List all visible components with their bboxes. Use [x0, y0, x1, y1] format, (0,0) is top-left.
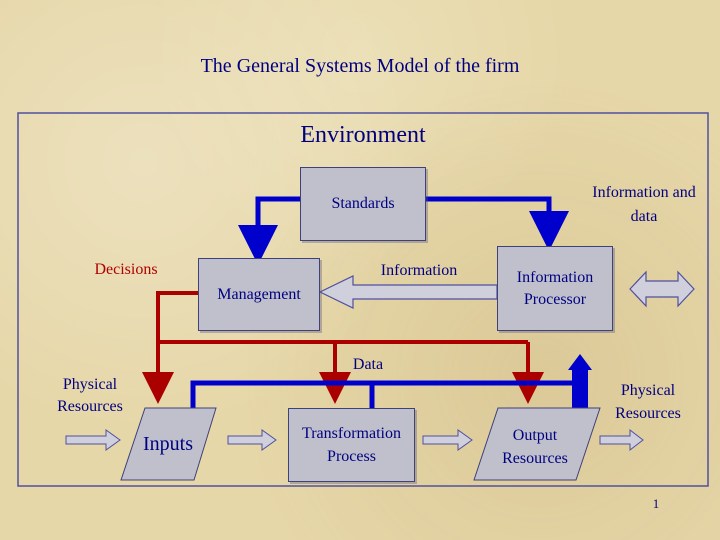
physical-output-arrow	[599, 428, 644, 452]
information-processor-box: Information Processor	[497, 246, 613, 331]
standards-to-processor-arrow	[426, 196, 569, 251]
environment-boundary	[17, 112, 709, 487]
management-label: Management	[217, 285, 301, 303]
inputs-label: Inputs	[143, 433, 193, 455]
decisions-to-inputs-arrow	[142, 291, 198, 404]
information-processor-label: Information Processor	[516, 268, 594, 308]
output-resources-label: Output Resources	[502, 427, 568, 468]
transformation-process-label: Transformation Process	[302, 424, 401, 465]
information-label: Information	[380, 262, 458, 279]
standards-label: Standards	[331, 195, 395, 212]
inputs-to-transformation-arrow	[227, 429, 277, 451]
physical-resources-right-label: Physical Resources	[615, 382, 681, 423]
data-bus-line	[190, 380, 583, 408]
management-box: Management	[198, 258, 320, 331]
inputs-box	[120, 407, 217, 481]
transformation-to-output-arrow	[422, 429, 473, 451]
output-resources-box	[473, 407, 601, 481]
physical-resources-left-label: Physical Resources	[57, 376, 123, 416]
environment-label: Environment	[300, 122, 426, 148]
page-title: The General Systems Model of the firm	[200, 55, 520, 77]
standards-to-management-arrow	[238, 196, 300, 265]
information-and-data-label: Information and data	[592, 184, 696, 225]
page-number: 1	[652, 496, 660, 511]
standards-box: Standards	[300, 167, 426, 241]
information-exchange-arrow	[629, 270, 695, 308]
transformation-process-box: Transformation Process	[288, 408, 415, 482]
decisions-label: Decisions	[94, 261, 158, 278]
physical-input-arrow	[65, 429, 121, 451]
data-up-to-processor-arrow	[568, 354, 592, 408]
data-label: Data	[352, 356, 384, 373]
information-flow-arrow	[318, 275, 498, 309]
